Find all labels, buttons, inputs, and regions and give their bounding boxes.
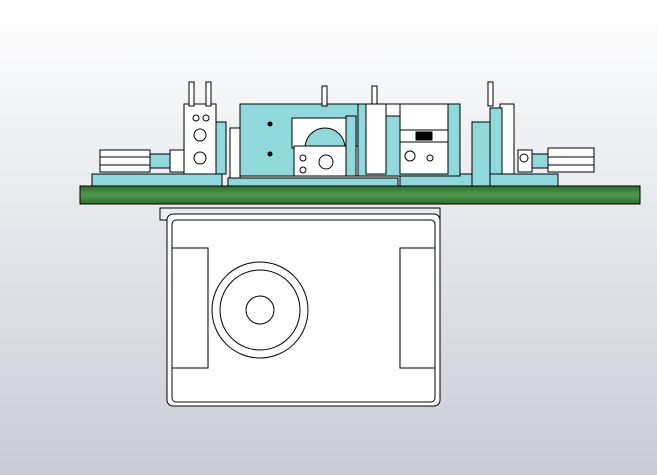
base-plate — [79, 185, 641, 205]
center-fixture — [267, 85, 359, 177]
left-clamp — [99, 81, 227, 175]
right-center-cylinder — [365, 85, 449, 175]
right-clamp — [487, 81, 595, 175]
lower-housing — [159, 207, 441, 407]
round-port — [211, 261, 309, 359]
